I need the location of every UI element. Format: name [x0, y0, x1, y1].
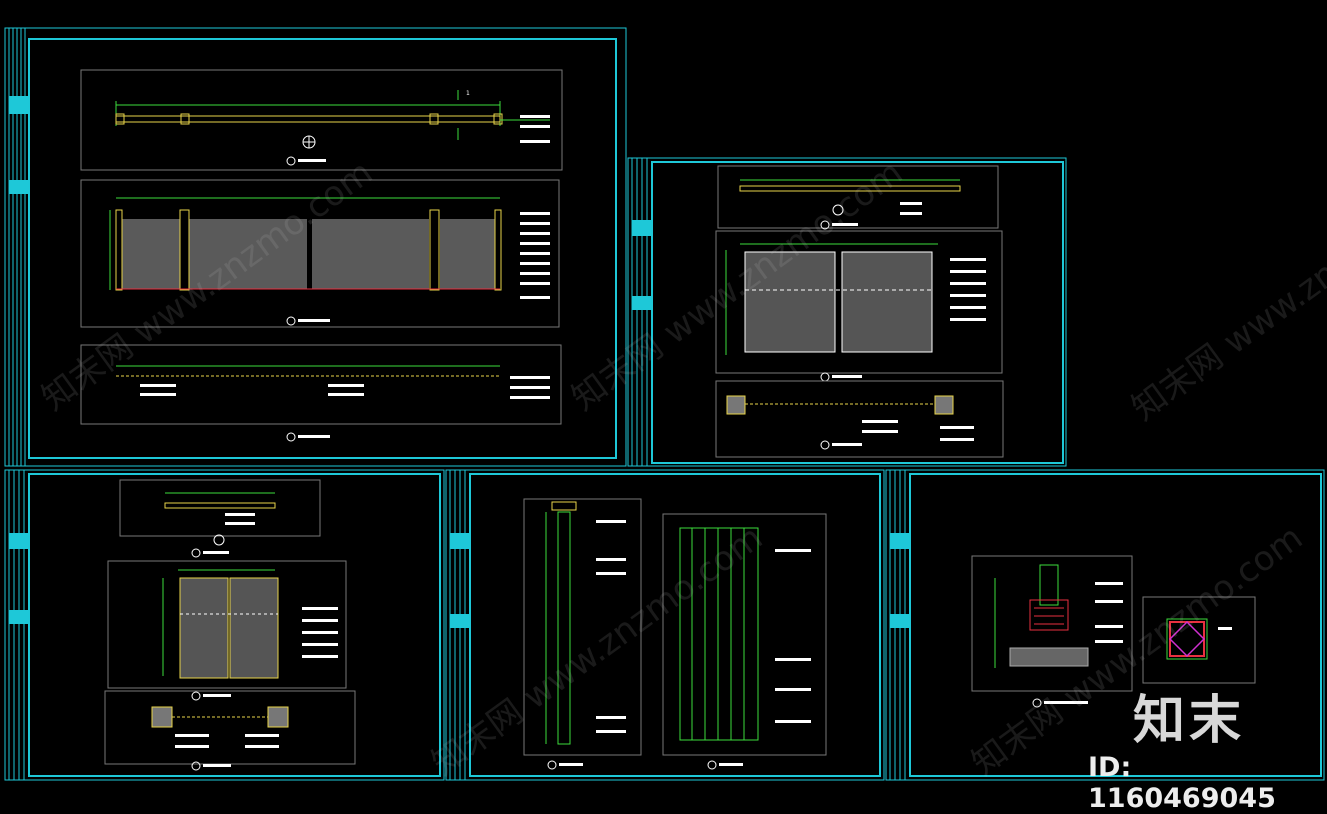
- small-gate-elevation-view: [107, 560, 347, 701]
- post-cap-plan-view: [1142, 596, 1256, 684]
- gate-elevation-view: [715, 230, 1003, 382]
- foundation-section-view: [971, 555, 1133, 708]
- gate-rail-detail: [715, 380, 1004, 458]
- fence-rail-detail: [80, 344, 562, 442]
- post-section-view: [523, 498, 642, 770]
- fence-elevation-view: [80, 179, 560, 328]
- sheet-2: [627, 157, 1067, 467]
- sheet-1: 1: [4, 27, 627, 467]
- gate-plan-view: [717, 165, 999, 230]
- watermark-logo: 知末: [1133, 691, 1246, 751]
- sheet-5: [885, 469, 1325, 781]
- title-strip: [8, 28, 29, 466]
- sheet-4: [445, 469, 885, 781]
- small-gate-plan-view: [119, 479, 321, 558]
- small-gate-rail-detail: [104, 690, 356, 771]
- asset-id-label: ID: 1160469045: [1088, 752, 1276, 814]
- fence-plan-view: 1: [80, 69, 563, 171]
- panel-detail-view: [662, 513, 827, 770]
- sheet-3: [4, 469, 445, 781]
- section-marker-label: 1: [466, 90, 470, 97]
